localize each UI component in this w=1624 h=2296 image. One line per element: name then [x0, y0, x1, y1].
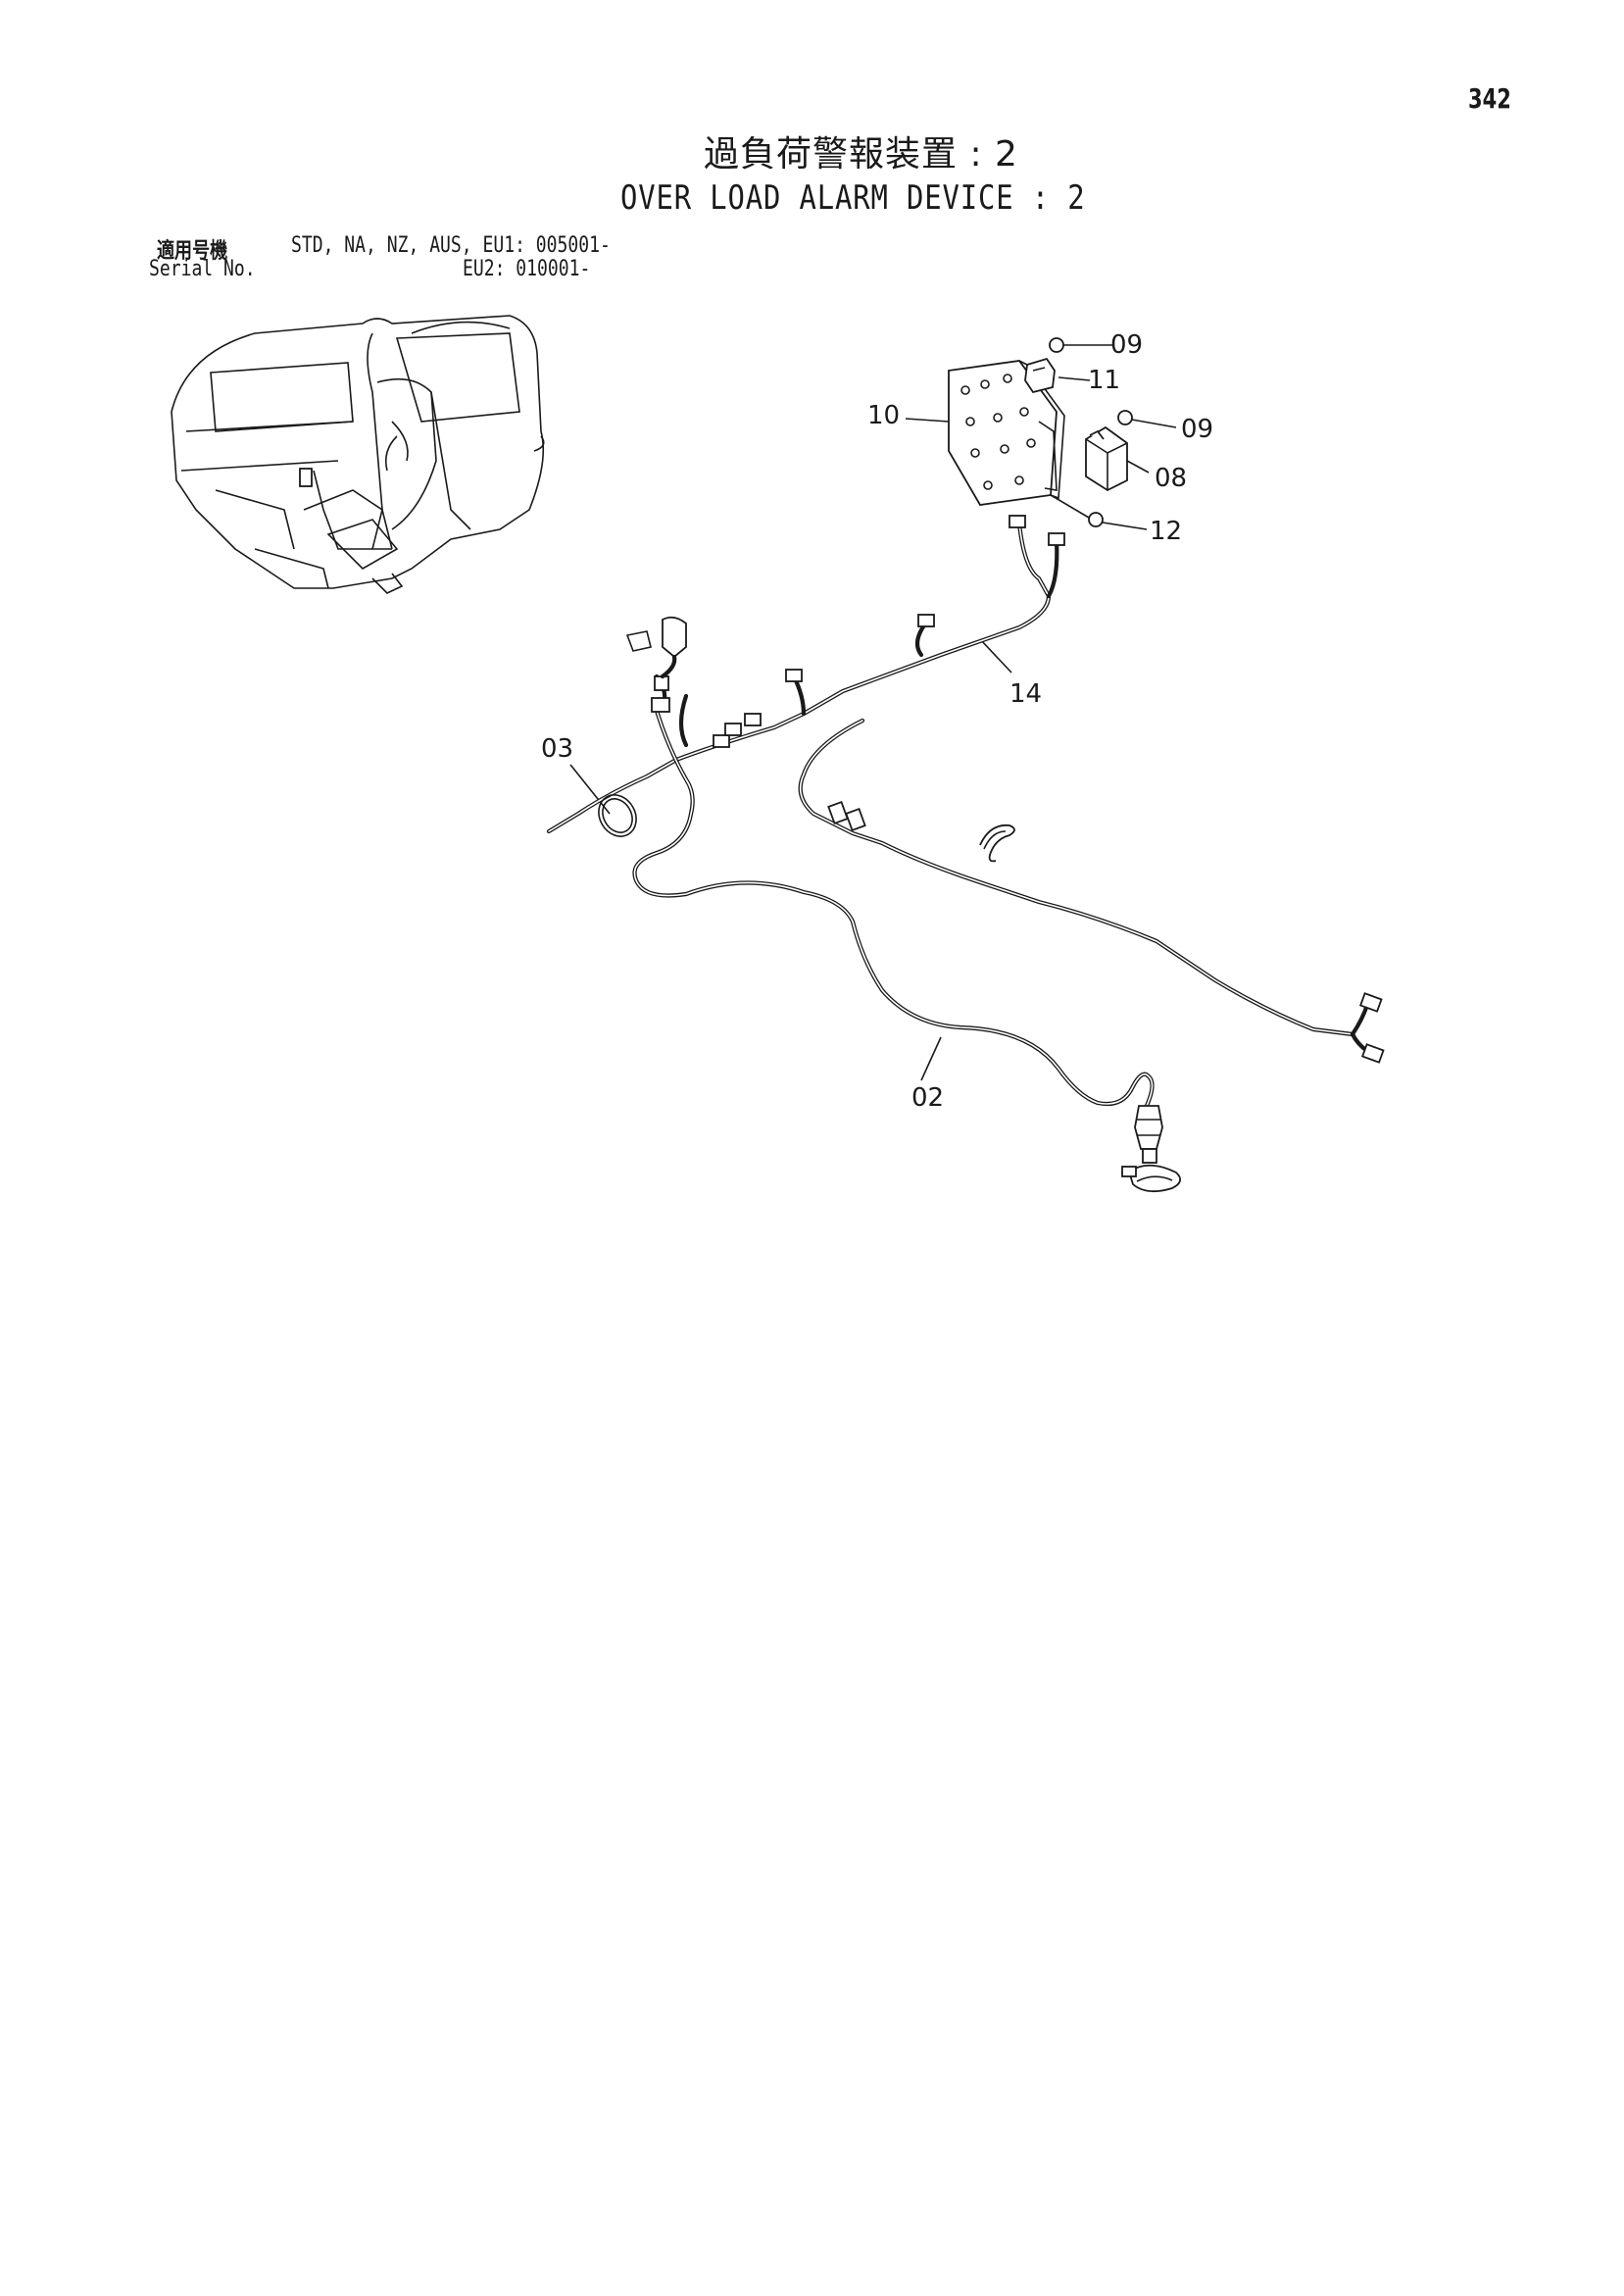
cab-overview-illustration: [171, 315, 545, 594]
loose-clamp: [979, 824, 1015, 863]
callout-03: 03: [541, 734, 573, 764]
callout-12: 12: [1150, 517, 1182, 546]
serial-range-row2: EU2: 010001-: [463, 257, 591, 281]
clamp-03: [598, 794, 637, 837]
callout-14: 14: [1009, 679, 1042, 709]
callout-08: 08: [1155, 464, 1187, 493]
leader-lines: [569, 376, 1150, 1081]
harness-14: [546, 515, 1385, 1064]
page-number: 342: [1468, 82, 1511, 115]
title-english: OVER LOAD ALARM DEVICE : 2: [620, 178, 1086, 218]
serial-range-row1: STD, NA, NZ, AUS, EU1: 005001-: [291, 233, 611, 258]
serial-label-english: Serial No.: [149, 257, 256, 281]
title-japanese: 過負荷警報装置 : 2: [704, 134, 1018, 175]
callout-09-right: 09: [1181, 415, 1213, 444]
serial-label-japanese: 適用号機: [157, 239, 228, 264]
cable-02: [625, 616, 1182, 1193]
callout-02: 02: [911, 1083, 944, 1113]
callout-10: 10: [867, 401, 900, 430]
callout-11: 11: [1088, 366, 1120, 395]
callout-09-top: 09: [1110, 330, 1143, 360]
bracket-assembly: [948, 337, 1177, 530]
